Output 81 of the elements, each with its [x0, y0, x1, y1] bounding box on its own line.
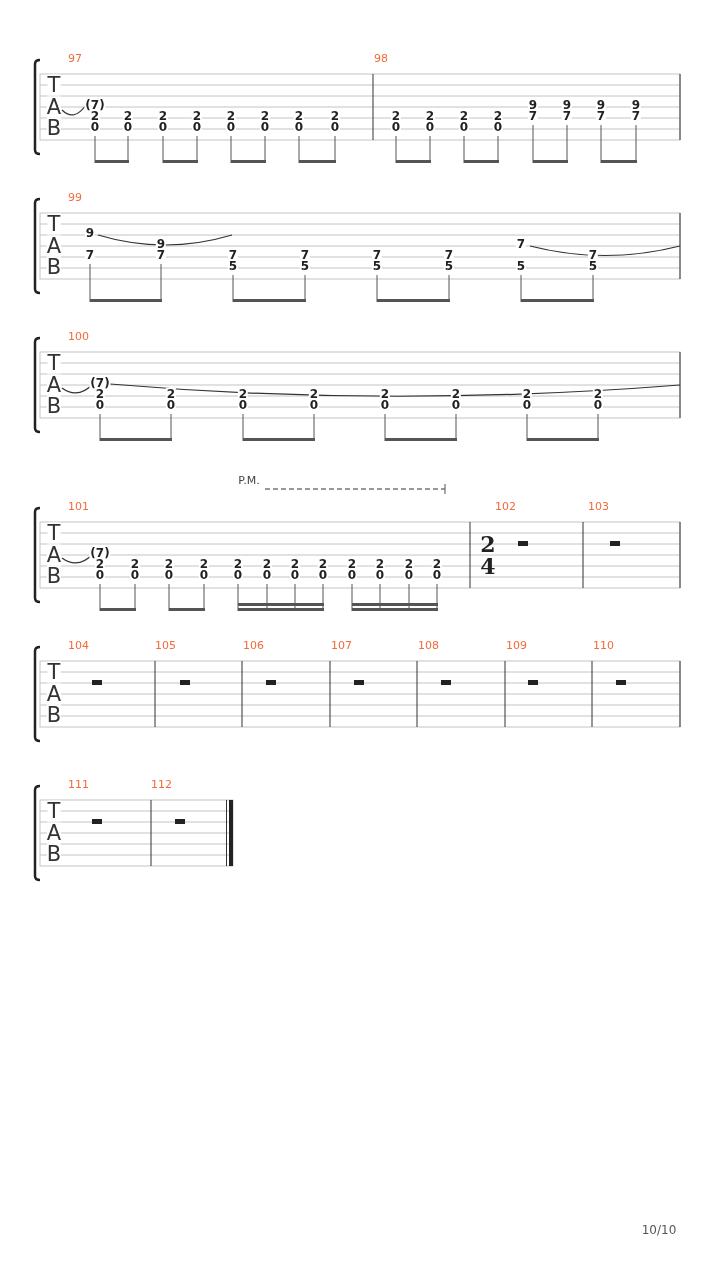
- fret-number: 0: [122, 121, 134, 133]
- fret-number: 0: [424, 121, 436, 133]
- fret-number: 0: [89, 121, 101, 133]
- time-signature-digit: 2: [480, 533, 496, 555]
- fret-number: 0: [403, 569, 415, 581]
- fret-number: 0: [458, 121, 470, 133]
- tab-clef-letter: A: [46, 235, 62, 257]
- fret-number: 0: [289, 569, 301, 581]
- fret-number: 0: [329, 121, 341, 133]
- fret-number: 0: [521, 399, 533, 411]
- fret-number: 0: [379, 399, 391, 411]
- palm-mute-label: P.M.: [238, 474, 260, 486]
- fret-number: 0: [163, 569, 175, 581]
- fret-number: 0: [261, 569, 273, 581]
- fret-number: (7): [84, 99, 106, 111]
- fret-number: 5: [299, 260, 311, 272]
- tab-clef-letter: T: [47, 522, 61, 544]
- tab-clef-letter: A: [46, 683, 62, 705]
- fret-number: 5: [443, 260, 455, 272]
- fret-number: 5: [515, 260, 527, 272]
- measure-number: 111: [68, 778, 89, 790]
- tab-clef-letter: T: [47, 352, 61, 374]
- measure-number: 107: [331, 639, 352, 651]
- page-number: 10/10: [641, 1224, 677, 1236]
- fret-number: 0: [237, 399, 249, 411]
- fret-number: 5: [371, 260, 383, 272]
- fret-number: 0: [191, 121, 203, 133]
- fret-number: 5: [587, 260, 599, 272]
- fret-number: (7): [89, 377, 111, 389]
- fret-number: 0: [492, 121, 504, 133]
- fret-number: 7: [155, 249, 167, 261]
- measure-number: 109: [506, 639, 527, 651]
- fret-number: 0: [165, 399, 177, 411]
- tab-clef-letter: A: [46, 374, 62, 396]
- fret-number: 7: [84, 249, 96, 261]
- fret-number: 5: [227, 260, 239, 272]
- tab-clef-letter: A: [46, 544, 62, 566]
- fret-number: 9: [84, 227, 96, 239]
- measure-number: 97: [68, 52, 82, 64]
- measure-number: 101: [68, 500, 89, 512]
- fret-number: 7: [515, 238, 527, 250]
- measure-number: 104: [68, 639, 89, 651]
- tab-clef-letter: T: [47, 213, 61, 235]
- fret-number: 0: [346, 569, 358, 581]
- fret-number: 0: [374, 569, 386, 581]
- fret-number: 0: [198, 569, 210, 581]
- fret-number: 0: [450, 399, 462, 411]
- fret-number: 0: [293, 121, 305, 133]
- measure-number: 105: [155, 639, 176, 651]
- fret-number: 0: [129, 569, 141, 581]
- fret-number: 0: [232, 569, 244, 581]
- fret-number: 7: [561, 110, 573, 122]
- tab-clef-letter: T: [47, 800, 61, 822]
- tab-clef-letter: A: [46, 96, 62, 118]
- tab-clef-letter: T: [47, 661, 61, 683]
- fret-number: 7: [527, 110, 539, 122]
- measure-number: 98: [374, 52, 388, 64]
- measure-number: 110: [593, 639, 614, 651]
- fret-number: 0: [94, 399, 106, 411]
- fret-number: 0: [390, 121, 402, 133]
- fret-number: 0: [317, 569, 329, 581]
- measure-number: 100: [68, 330, 89, 342]
- tab-clef-letter: T: [47, 74, 61, 96]
- fret-number: 0: [259, 121, 271, 133]
- fret-number: 0: [225, 121, 237, 133]
- time-signature-digit: 4: [480, 555, 496, 577]
- fret-number: 0: [94, 569, 106, 581]
- fret-number: 0: [157, 121, 169, 133]
- fret-number: 0: [592, 399, 604, 411]
- measure-number: 99: [68, 191, 82, 203]
- measure-number: 102: [495, 500, 516, 512]
- measure-number: 103: [588, 500, 609, 512]
- fret-number: (7): [89, 547, 111, 559]
- tab-clef-letter: A: [46, 822, 62, 844]
- fret-number: 0: [431, 569, 443, 581]
- fret-number: 7: [595, 110, 607, 122]
- fret-number: 7: [630, 110, 642, 122]
- fret-number: 0: [308, 399, 320, 411]
- measure-number: 106: [243, 639, 264, 651]
- measure-number: 108: [418, 639, 439, 651]
- measure-number: 112: [151, 778, 172, 790]
